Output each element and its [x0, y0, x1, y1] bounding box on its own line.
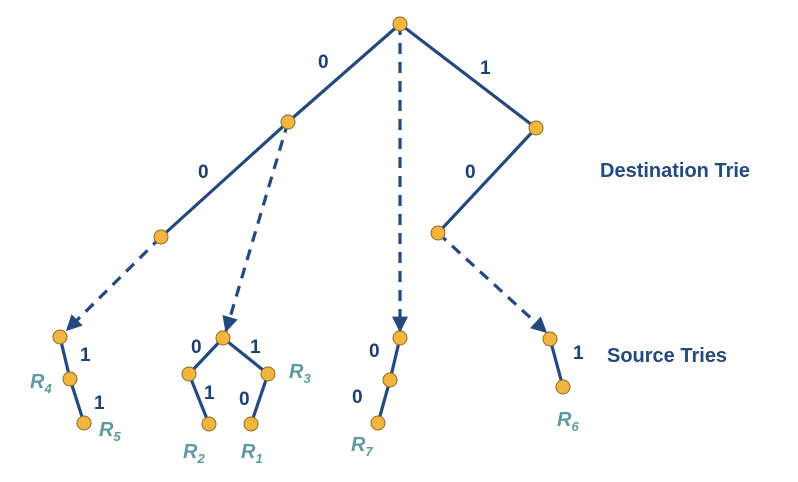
node-src3-root [392, 330, 408, 346]
node-src3-leaf [370, 415, 386, 431]
rule-label-r5: R5 [99, 419, 121, 444]
node-src1-mid [62, 371, 78, 387]
nodes [52, 16, 571, 432]
pointer-d10-to-source-4 [436, 231, 548, 334]
bit-src2-left-down: 1 [204, 383, 215, 404]
rule-label-r1: R1 [241, 441, 263, 466]
src2-edge-left-down [187, 372, 211, 426]
bit-src4-1: 1 [573, 343, 584, 364]
rule-label-r7: R7 [351, 434, 373, 459]
rule-label-r4: R4 [30, 371, 52, 396]
bit-src2-right-down: 0 [239, 389, 250, 410]
node-dest-00 [153, 229, 169, 245]
bit-src1-2: 1 [94, 393, 105, 414]
bit-src2-right: 1 [250, 337, 261, 358]
bit-n0-left: 0 [198, 162, 209, 183]
destination-trie-label: Destination Trie [600, 160, 750, 182]
node-src2-left [181, 366, 197, 382]
pointer-d0-to-source-2 [222, 121, 290, 333]
node-src2-right-leaf [243, 416, 259, 432]
node-src4-root [542, 331, 558, 347]
bit-src2-left: 0 [191, 337, 202, 358]
node-dest-0 [280, 114, 296, 130]
rule-label-r6: R6 [557, 409, 579, 434]
node-src1-root [52, 329, 68, 345]
rule-label-r2: R2 [183, 441, 205, 466]
node-src1-leaf [76, 415, 92, 431]
bit-root-right: 1 [480, 58, 491, 79]
src2-edge-right-down [249, 372, 270, 426]
bit-src1-1: 1 [80, 345, 91, 366]
rule-label-r3: R3 [289, 361, 311, 386]
source-tries-label: Source Tries [607, 345, 727, 367]
node-dest-10 [430, 225, 446, 241]
bit-src3-1: 0 [369, 341, 380, 362]
src4-edge-1 [548, 337, 565, 389]
node-src4-leaf [555, 379, 571, 395]
src1-edge-2 [68, 377, 86, 425]
dest-edge-root-left [286, 22, 402, 124]
node-dest-1 [528, 120, 544, 136]
src2-edge-left [187, 336, 225, 376]
bit-n1-left: 0 [465, 162, 476, 183]
node-dest-root [392, 16, 408, 32]
dest-edge-n0-left [159, 120, 290, 239]
dest-edge-n1-left [436, 126, 538, 235]
bit-src3-2: 0 [352, 387, 363, 408]
dest-edge-root-right [398, 22, 538, 130]
pointer-d00-to-source-1 [65, 235, 163, 332]
node-src2-left-leaf [201, 416, 217, 432]
node-src3-mid [382, 372, 398, 388]
node-src2-root [215, 330, 231, 346]
node-src2-right [260, 366, 276, 382]
bit-root-left: 0 [318, 52, 329, 73]
src2-edge-right [221, 336, 270, 376]
